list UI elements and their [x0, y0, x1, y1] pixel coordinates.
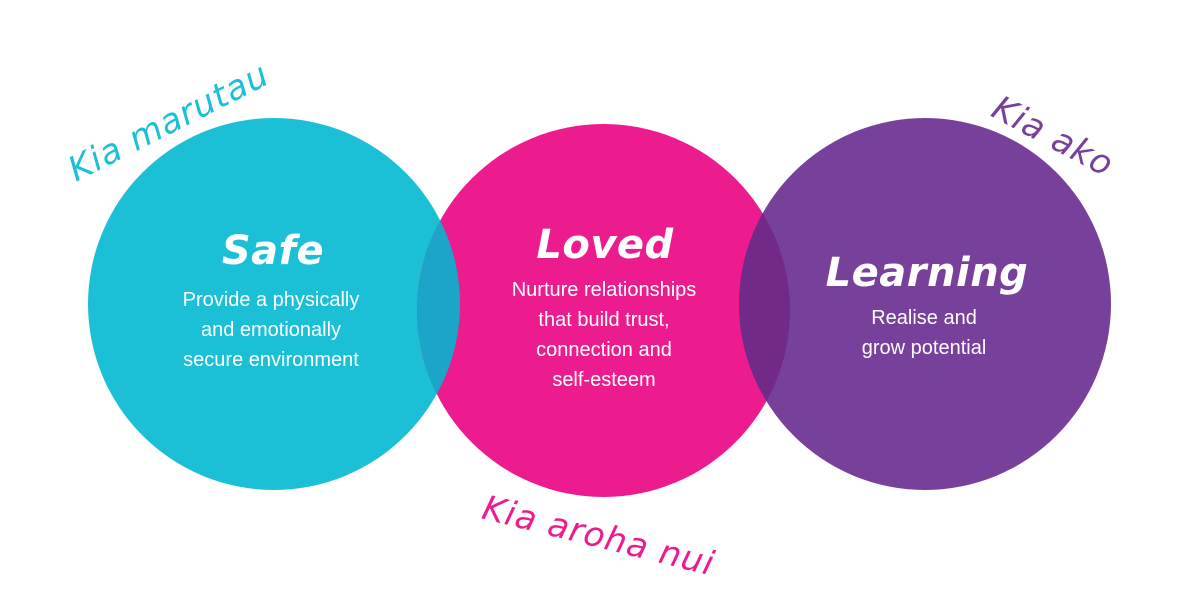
loved-title: Loved: [536, 222, 674, 268]
learning-description-line: grow potential: [861, 337, 987, 359]
safe-description-line: secure environment: [183, 349, 359, 371]
loved-description-line: connection and: [536, 339, 672, 361]
loved-description: Nurture relationships that build trust, …: [512, 275, 697, 395]
loved-description-line: self-esteem: [552, 369, 656, 391]
learning-circle: [739, 118, 1111, 490]
learning-description: Realise and grow potential: [862, 303, 987, 363]
safe-circle: [88, 118, 460, 490]
safe-description-line: and emotionally: [200, 319, 342, 341]
safe-description-line: Provide a physically: [182, 289, 360, 311]
safe-title: Safe: [221, 228, 325, 274]
loved-description-line: Nurture relationships: [511, 279, 697, 301]
safe-description: Provide a physically and emotionally sec…: [183, 285, 360, 375]
loved-description-line: that build trust,: [538, 309, 670, 331]
learning-description-line: Realise and: [871, 307, 977, 329]
loved-circle: [417, 124, 790, 497]
learning-title: Learning: [825, 250, 1029, 296]
